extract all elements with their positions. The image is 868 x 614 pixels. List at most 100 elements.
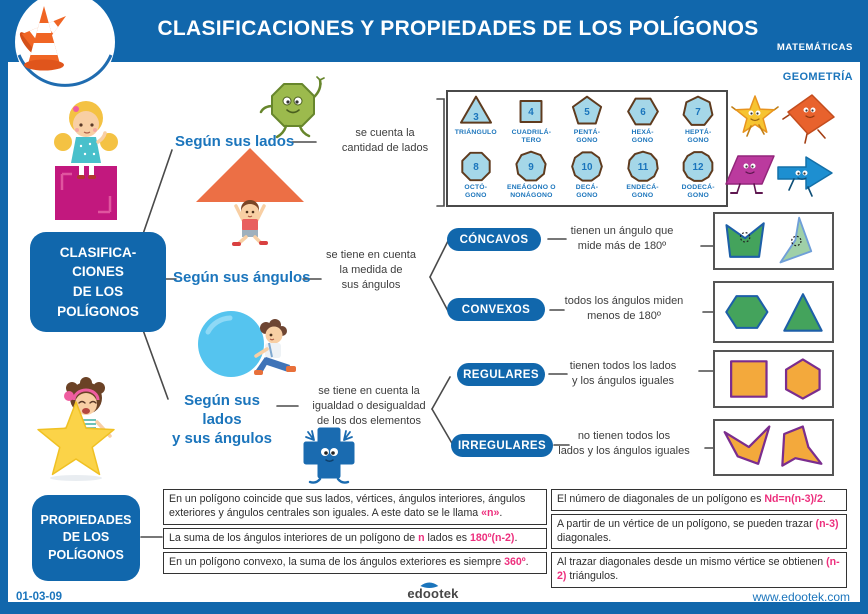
regular-shapes-icon xyxy=(730,358,821,400)
polygon-5-icon: 5 xyxy=(571,95,603,125)
irregular-shapes-icon xyxy=(723,425,823,467)
girl-on-pink-cube-illustration xyxy=(54,101,118,220)
property-highlight: «n» xyxy=(481,506,500,519)
property-text: . xyxy=(514,531,518,544)
property-row: En un polígono convexo, la suma de los á… xyxy=(163,552,547,575)
property-row: El número de diagonales de un polígono e… xyxy=(551,489,847,511)
boy-holding-orange-triangle-illustration xyxy=(196,148,304,246)
pill-regulares: REGULARES xyxy=(457,363,545,386)
convex-examples-box xyxy=(713,281,834,343)
svg-text:9: 9 xyxy=(529,162,535,173)
property-row: A partir de un vértice de un polígono, s… xyxy=(551,513,847,550)
polygon-8-icon: 8 xyxy=(461,151,491,181)
polygon-9-icon: 9 xyxy=(515,150,547,181)
blue-arrow-character-illustration xyxy=(777,156,833,197)
note-regulares: tienen todos los lados y los ángulos igu… xyxy=(569,360,677,387)
polygon-11-icon: 11 xyxy=(626,150,659,182)
svg-text:10: 10 xyxy=(581,162,592,173)
polygon-6-icon: 6 xyxy=(626,97,659,126)
polygon-3-icon: 3 xyxy=(459,95,492,124)
property-row: La suma de los ángulos interiores de un … xyxy=(163,527,547,550)
note-concavos: tienen un ángulo que mide más de 180º xyxy=(570,225,674,252)
property-highlight: (n-2) xyxy=(557,556,840,583)
orange-quad-character-illustration xyxy=(782,94,835,144)
property-text: . xyxy=(499,506,503,519)
branch-note-angulos: se tiene en cuenta la medida de sus ángu… xyxy=(326,249,416,291)
property-text: En un polígono coincide que sus lados, v… xyxy=(169,493,526,519)
magenta-parallelogram-character-illustration xyxy=(725,155,775,194)
property-text: A partir de un vértice de un polígono, s… xyxy=(557,517,816,530)
polygon-label: DECÁ- GONO xyxy=(575,183,599,199)
blue-plus-character-illustration xyxy=(303,427,355,484)
header-band xyxy=(0,0,868,62)
branch-label-lados: Según sus lados xyxy=(175,133,295,150)
branch-note-lados: se cuenta la cantidad de lados xyxy=(341,127,429,154)
property-highlight: 360º xyxy=(504,556,526,569)
property-text: . xyxy=(822,493,826,505)
polygon-label: OCTÓ- GONO xyxy=(464,183,488,199)
svg-text:6: 6 xyxy=(640,107,646,118)
pill-convexos: CONVEXOS xyxy=(447,298,545,321)
property-highlight: (n-3) xyxy=(815,517,839,530)
properties-node: PROPIEDADES DE LOS POLÍGONOS xyxy=(32,495,140,581)
brand-logo: edootek xyxy=(407,582,459,601)
branch-label-angulos: Según sus ángulos xyxy=(173,269,311,286)
svg-text:7: 7 xyxy=(695,107,701,118)
property-text: diagonales. xyxy=(557,531,612,544)
regular-examples-box xyxy=(713,350,834,408)
property-text: . xyxy=(525,556,529,569)
polygon-label: DODECÁ- GONO xyxy=(681,183,715,199)
traffic-cones-logo-icon xyxy=(15,0,115,92)
property-text: triángulos. xyxy=(566,570,619,583)
brand-text: edootek xyxy=(407,586,459,601)
property-text: lados es xyxy=(424,531,470,544)
branch-label-lados-angulos: Según sus lados y sus ángulos xyxy=(171,392,273,447)
topic-label: GEOMETRÍA xyxy=(782,71,853,83)
pill-concavos: CÓNCAVOS xyxy=(447,228,541,251)
property-highlight: n xyxy=(418,531,425,544)
note-convexos: todos los ángulos miden menos de 180º xyxy=(564,295,684,322)
branch-note-lados-angulos: se tiene en cuenta la igualdad o desigua… xyxy=(312,385,426,427)
properties-right-column: El número de diagonales de un polígono e… xyxy=(551,489,847,588)
property-text: Al trazar diagonales desde un mismo vért… xyxy=(557,556,827,569)
frame-right xyxy=(860,0,868,614)
property-text: El número de diagonales de un polígono e… xyxy=(557,493,765,505)
properties-left-column: En un polígono coincide que sus lados, v… xyxy=(163,489,547,575)
subject-label: MATEMÁTICAS xyxy=(776,42,853,53)
polygon-label: PENTÁ- GONO xyxy=(573,129,601,145)
polygon-label: ENDECÁ- GONO xyxy=(626,183,659,199)
girl-with-yellow-star-illustration xyxy=(37,377,115,481)
polygon-10-icon: 10 xyxy=(571,150,603,182)
polygon-label: HEXÁ- GONO xyxy=(631,129,654,145)
note-irregulares: no tienen todos los lados y los ángulos … xyxy=(558,430,690,457)
property-text: La suma de los ángulos interiores de un … xyxy=(169,531,419,544)
footer-date: 01-03-09 xyxy=(16,591,63,603)
polygon-label: TRIÁNGULO xyxy=(454,129,497,136)
concave-shapes-icon xyxy=(725,216,813,264)
graduation-cap-icon xyxy=(420,582,439,588)
boy-with-blue-ball-illustration xyxy=(198,311,296,377)
polygon-label: HEPTÁ- GONO xyxy=(684,129,712,145)
polygon-4-icon: 4 xyxy=(519,100,543,123)
convex-shapes-icon xyxy=(725,293,823,332)
pill-irregulares: IRREGULARES xyxy=(451,434,553,457)
svg-text:5: 5 xyxy=(584,107,590,118)
walking-green-octagon-illustration xyxy=(259,76,325,139)
polygon-label: CUADRILÁ- TERO xyxy=(511,129,552,145)
star-character-illustration xyxy=(731,95,779,137)
polygon-label: ENEÁGONO O NONÁGONO xyxy=(506,183,556,199)
page-title: CLASIFICACIONES Y PROPIEDADES DE LOS POL… xyxy=(157,17,759,40)
svg-text:4: 4 xyxy=(529,107,535,118)
property-text: En un polígono convexo, la suma de los á… xyxy=(169,556,505,569)
